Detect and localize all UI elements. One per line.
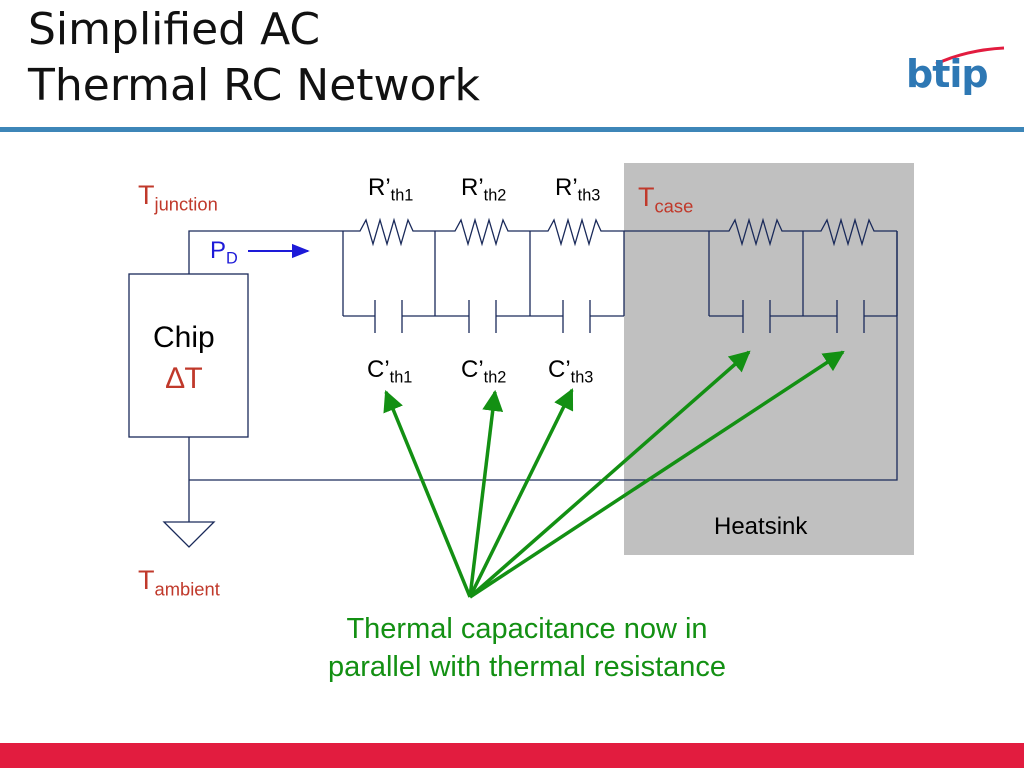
node-drops xyxy=(342,231,898,316)
junction-wire xyxy=(188,230,343,274)
title-line-2: Thermal RC Network xyxy=(28,60,480,111)
btip-logo: btip xyxy=(906,40,1006,102)
resistor-rail xyxy=(343,217,897,247)
thermal-rc-diagram xyxy=(128,163,914,599)
annotation-arrow-cth2 xyxy=(468,389,504,598)
t-junction-label: Tjunction xyxy=(138,180,218,215)
annotation-text: Thermal capacitance now in parallel with… xyxy=(262,610,792,686)
logo-swoosh-icon xyxy=(935,46,1005,66)
title-line-1: Simplified AC xyxy=(28,4,321,55)
annotation-arrow-heatsink-cap1 xyxy=(468,350,751,599)
chip-delta-t: ∆T xyxy=(166,362,203,395)
heatsink-label: Heatsink xyxy=(714,513,808,540)
logo-text: btip xyxy=(906,52,989,96)
title-rule xyxy=(0,127,1024,132)
resistor-label-rth1: R’th1 xyxy=(368,174,414,205)
slide-title: Simplified AC Thermal RC Network xyxy=(28,2,480,114)
t-case-label: Tcase xyxy=(638,182,694,217)
t-ambient-label: Tambient xyxy=(138,565,220,600)
chip-label: Chip xyxy=(153,321,215,354)
heatsink-region xyxy=(624,163,914,555)
annotation-line-1: Thermal capacitance now in xyxy=(346,613,708,645)
capacitor-label-cth3: C’th3 xyxy=(548,356,594,387)
pd-label: PD xyxy=(210,237,238,268)
capacitor-label-cth1: C’th1 xyxy=(367,356,413,387)
annotation-line-2: parallel with thermal resistance xyxy=(327,651,727,683)
capacitor-plates xyxy=(374,300,865,333)
resistor-label-rth3: R’th3 xyxy=(555,174,601,205)
annotation-arrow-cth3 xyxy=(468,388,574,598)
ground-icon xyxy=(162,521,216,548)
capacitor-label-cth2: C’th2 xyxy=(461,356,507,387)
annotation-arrow-cth1 xyxy=(383,390,472,598)
chip-block xyxy=(128,273,249,438)
annotation-arrow-heatsink-cap2 xyxy=(469,350,845,599)
resistor-label-rth2: R’th2 xyxy=(461,174,507,205)
footer-bar xyxy=(0,743,1024,768)
